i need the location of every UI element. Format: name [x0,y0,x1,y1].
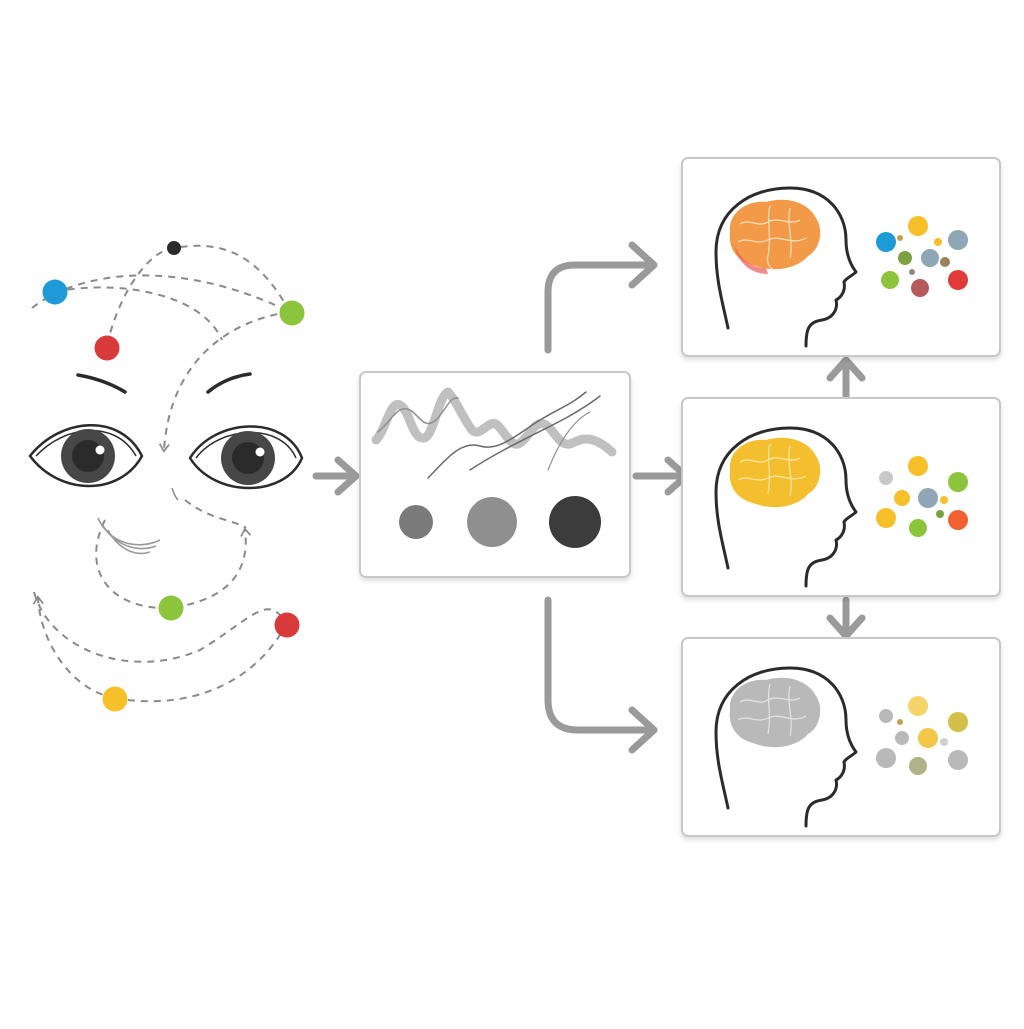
gaze-path [32,595,116,699]
signal-level-marker [399,505,433,539]
gaze-path [54,286,223,341]
signal-waveform-icon [371,387,617,479]
left-eyebrow [76,373,127,394]
mouth-sketch [97,517,161,555]
gaze-dot [158,595,184,621]
result-panel-middle [681,397,1001,597]
head-profile-brain-icon [714,666,858,828]
gaze-dot [94,335,120,361]
face-illustration [28,241,305,712]
nose-line [171,487,179,501]
signal-level-marker [467,497,517,547]
signal-level-marker [549,496,601,548]
right-eyebrow [206,372,252,394]
gaze-path [95,519,252,610]
gaze-path [158,311,291,453]
head-profile-brain-icon [714,186,858,348]
gaze-path [33,591,287,663]
emotion-dots-cluster [876,696,968,775]
gaze-path [31,274,291,313]
head-profile-brain-icon [714,426,858,588]
arrow-signal-to-bottom [544,596,654,734]
signal-panel [359,371,631,578]
gaze-dot [102,686,128,712]
emotion-dots-cluster [876,456,968,537]
result-panel-top [681,157,1001,357]
gaze-dot [279,300,305,326]
gaze-path [106,244,291,346]
left-eye-icon [28,424,144,488]
gaze-dot [167,241,181,255]
gaze-dot [42,279,68,305]
gaze-path [114,624,287,703]
right-eye-icon [188,425,304,490]
result-panel-bottom [681,637,1001,837]
arrow-signal-to-top [544,261,654,354]
emotion-dots-cluster [876,216,968,297]
gaze-path [184,499,247,529]
connectors [312,241,866,754]
gaze-dot [274,612,300,638]
